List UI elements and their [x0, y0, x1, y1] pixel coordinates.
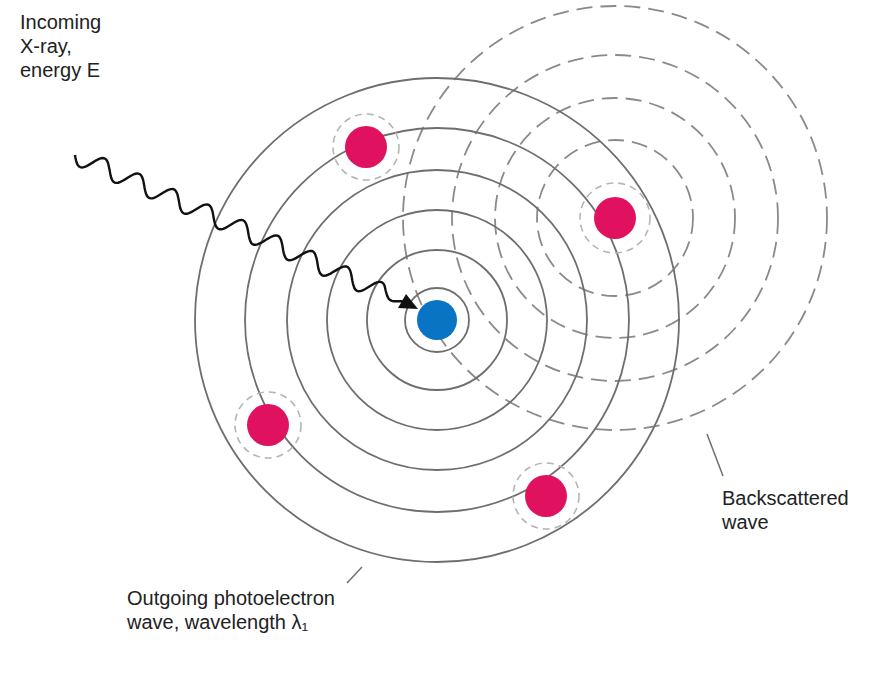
outgoing-wavefront — [327, 210, 547, 430]
backscattered-wavefront — [452, 55, 778, 381]
absorber-atom — [417, 300, 457, 340]
caption-label: Outgoing photoelectron wave, wavelength … — [127, 586, 335, 634]
backscattered-wavefront — [403, 6, 827, 430]
caption-label: Backscattered wave — [722, 486, 862, 534]
outgoing-wavefront — [405, 288, 469, 352]
neighbour-atoms — [247, 126, 636, 517]
neighbour-atom — [525, 475, 567, 517]
outgoing-wavefront — [195, 78, 679, 562]
scatterer-halos — [235, 114, 650, 529]
outgoing-wavefront — [287, 170, 587, 470]
scatterer-halo — [235, 392, 301, 458]
arrow-head — [398, 294, 418, 309]
leader-line — [707, 434, 723, 476]
leader-line — [347, 567, 362, 583]
scatterer-halo — [580, 183, 650, 253]
outgoing-wavefronts — [195, 78, 679, 562]
neighbour-atom — [247, 404, 289, 446]
scatterer-halo — [513, 463, 579, 529]
outgoing-wavefront — [367, 250, 507, 390]
scatterer-halo — [333, 114, 399, 180]
xray-photon — [75, 155, 412, 306]
caption-label: Incoming X-ray, energy E — [20, 10, 120, 82]
neighbour-atom — [345, 126, 387, 168]
backscattered-wavefront — [537, 140, 693, 296]
backscattered-wavefront — [495, 98, 735, 338]
outgoing-wavefront — [245, 128, 629, 512]
neighbour-atom — [594, 197, 636, 239]
backscattered-wavefronts — [403, 6, 827, 430]
